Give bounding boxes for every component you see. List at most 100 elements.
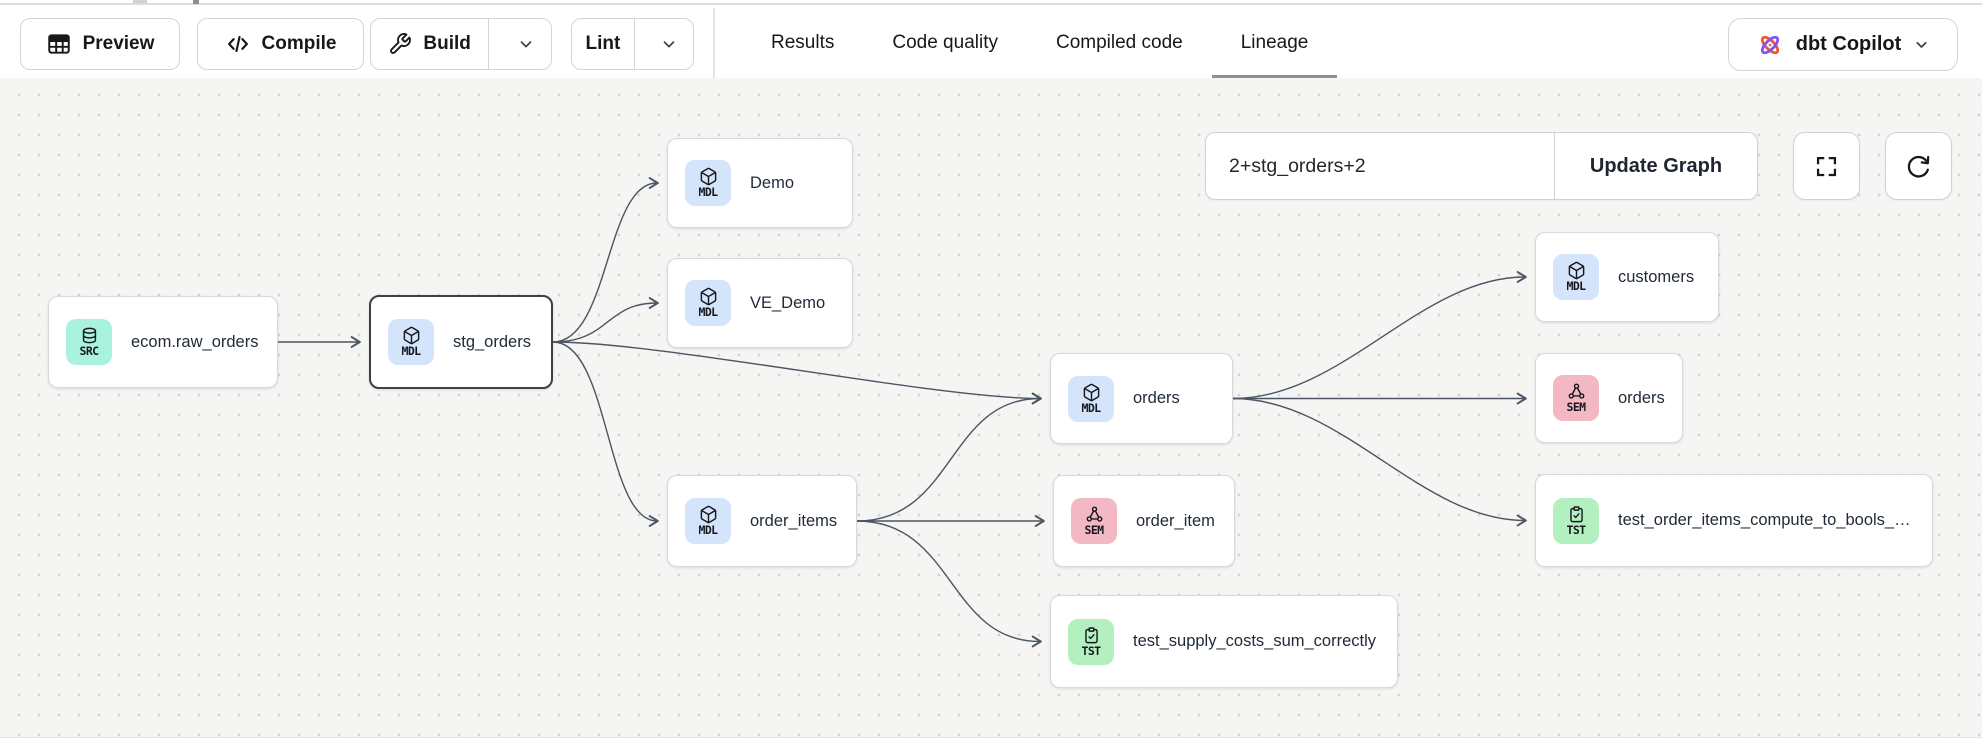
node-type-label: MDL: [1566, 279, 1587, 294]
node-type-label: TST: [1566, 522, 1587, 537]
mdl-icon: [700, 167, 716, 186]
lint-button-label: Lint: [585, 33, 621, 54]
tst-icon: [1084, 627, 1098, 644]
build-dropdown-button[interactable]: [500, 19, 551, 69]
tab-label: Code quality: [892, 32, 998, 53]
toolbar-divider: [713, 8, 715, 78]
code-icon: [227, 35, 248, 53]
node-type-label: TST: [1081, 643, 1102, 658]
lint-button[interactable]: Lint: [572, 19, 635, 69]
tab-label: Compiled code: [1055, 32, 1183, 53]
node-name: test_supply_costs_sum_correctly: [1133, 632, 1377, 650]
lineage-node-orders_mdl[interactable]: MDL orders: [1050, 353, 1233, 444]
chevron-down-icon: [520, 41, 531, 48]
results-tab-bar: Results Code quality Compiled code Linea…: [742, 8, 1338, 78]
node-type-label: MDL: [401, 344, 422, 359]
dbt-copilot-button[interactable]: dbt Copilot: [1728, 18, 1958, 71]
top-edge-line: [0, 3, 1982, 5]
chevron-down-icon: [1916, 41, 1927, 48]
update-graph-button[interactable]: Update Graph: [1555, 133, 1757, 199]
lineage-node-test_supply[interactable]: TST test_supply_costs_sum_correctly: [1050, 595, 1398, 688]
lineage-selector-input[interactable]: [1206, 133, 1555, 199]
node-type-badge: SEM: [1071, 498, 1117, 544]
tab-label: Results: [771, 32, 835, 53]
node-type-badge: MDL: [685, 280, 731, 326]
lineage-node-order_item_sem[interactable]: SEM order_item: [1053, 475, 1235, 567]
top-edge-fragment: [133, 0, 147, 3]
node-type-badge: MDL: [388, 319, 434, 365]
node-type-badge: MDL: [1553, 254, 1599, 300]
ide-toolbar: Preview Compile Build Lint Results Code …: [0, 8, 1982, 78]
node-name: ecom.raw_orders: [131, 332, 259, 351]
node-type-label: MDL: [698, 523, 719, 538]
lineage-selector-group: Update Graph: [1205, 132, 1758, 200]
tab-results[interactable]: Results: [742, 8, 863, 78]
refresh-icon: [1907, 155, 1930, 178]
sem-icon: [1086, 506, 1102, 522]
sem-icon: [1568, 383, 1584, 399]
lineage-node-stg_orders[interactable]: MDL stg_orders: [369, 295, 553, 389]
node-type-label: MDL: [698, 305, 719, 320]
window-top-edge: [0, 0, 1982, 8]
node-name: Demo: [750, 173, 795, 192]
node-type-label: MDL: [1081, 400, 1102, 415]
refresh-button[interactable]: [1885, 132, 1952, 200]
lint-button-group: Lint: [571, 18, 694, 70]
lineage-node-demo[interactable]: MDL Demo: [667, 138, 853, 228]
lineage-node-ve_demo[interactable]: MDL VE_Demo: [667, 258, 853, 348]
node-type-label: MDL: [698, 185, 719, 200]
top-edge-fragment: [193, 0, 199, 4]
node-type-badge: TST: [1068, 618, 1114, 665]
node-name: VE_Demo: [750, 293, 826, 312]
fullscreen-icon: [1816, 156, 1837, 176]
window-bottom-edge: [0, 737, 1982, 748]
compile-button[interactable]: Compile: [197, 18, 364, 70]
node-name: orders: [1618, 388, 1665, 407]
src-icon: [82, 327, 96, 344]
node-name: orders: [1133, 389, 1180, 407]
tab-compiled-code[interactable]: Compiled code: [1027, 8, 1212, 78]
lint-dropdown-button[interactable]: [646, 19, 693, 69]
dbt-copilot-label: dbt Copilot: [1795, 33, 1902, 55]
preview-button-label: Preview: [82, 33, 155, 54]
wrench-icon: [390, 33, 412, 54]
node-name: order_item: [1136, 511, 1215, 530]
mdl-icon: [1568, 261, 1584, 280]
node-name: test_order_items_compute_to_bools_c...: [1618, 511, 1915, 529]
node-type-badge: SRC: [66, 319, 112, 365]
node-type-badge: MDL: [685, 498, 731, 544]
tab-code-quality[interactable]: Code quality: [863, 8, 1027, 78]
node-type-badge: TST: [1553, 497, 1599, 544]
chevron-down-icon: [664, 41, 675, 48]
compile-button-label: Compile: [261, 33, 337, 54]
lineage-node-customers[interactable]: MDL customers: [1535, 232, 1719, 322]
table-icon: [47, 34, 70, 54]
mdl-icon: [700, 287, 716, 306]
node-type-label: SEM: [1566, 400, 1587, 415]
tst-icon: [1569, 506, 1583, 523]
build-button-label: Build: [423, 33, 471, 54]
build-button[interactable]: Build: [371, 19, 490, 69]
node-type-label: SRC: [79, 344, 100, 359]
mdl-icon: [403, 326, 419, 345]
dbt-copilot-icon: [1760, 35, 1779, 54]
tab-label: Lineage: [1240, 32, 1309, 54]
lineage-node-test_order_items[interactable]: TST test_order_items_compute_to_bools_c..…: [1535, 474, 1933, 567]
fullscreen-button[interactable]: [1793, 132, 1860, 200]
node-name: stg_orders: [453, 332, 531, 351]
node-type-badge: MDL: [685, 160, 731, 206]
node-type-badge: MDL: [1068, 375, 1114, 422]
lineage-node-orders_sem[interactable]: SEM orders: [1535, 353, 1683, 443]
mdl-icon: [700, 505, 716, 524]
build-button-group: Build: [370, 18, 552, 70]
node-type-badge: SEM: [1553, 375, 1599, 421]
node-type-label: SEM: [1084, 523, 1105, 538]
preview-button[interactable]: Preview: [20, 18, 180, 70]
lineage-node-raw_orders[interactable]: SRC ecom.raw_orders: [48, 296, 278, 388]
lineage-node-order_items[interactable]: MDL order_items: [667, 475, 857, 567]
mdl-icon: [1083, 383, 1099, 402]
node-name: customers: [1618, 267, 1695, 286]
node-name: order_items: [750, 511, 838, 530]
tab-lineage[interactable]: Lineage: [1211, 8, 1338, 78]
